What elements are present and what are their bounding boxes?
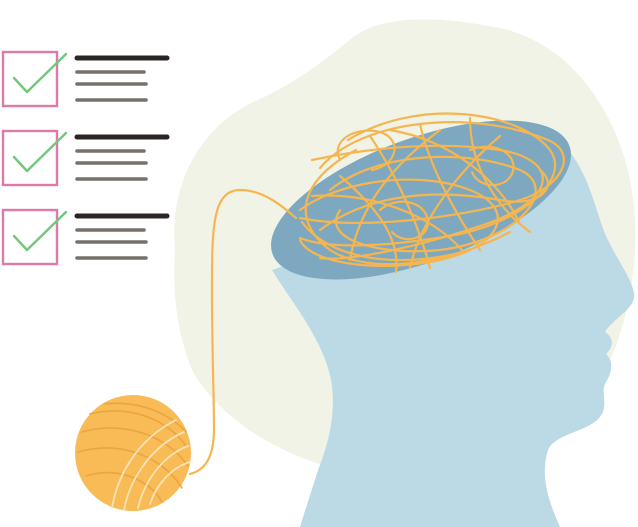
checklist-item [1,129,170,187]
checkmark-icon [12,131,68,173]
yarn-ball-icon [75,395,191,511]
brain-cavity [271,120,571,280]
tangled-thread-icon [298,112,565,274]
checklist-item [1,50,170,108]
checkmark-icon [12,52,68,94]
checkmark-icon [12,210,68,252]
checkbox [1,50,59,108]
checklist [1,50,170,266]
checkbox [1,208,59,266]
checklist-item [1,208,170,266]
yarn-thread [188,188,298,476]
checkbox [1,129,59,187]
